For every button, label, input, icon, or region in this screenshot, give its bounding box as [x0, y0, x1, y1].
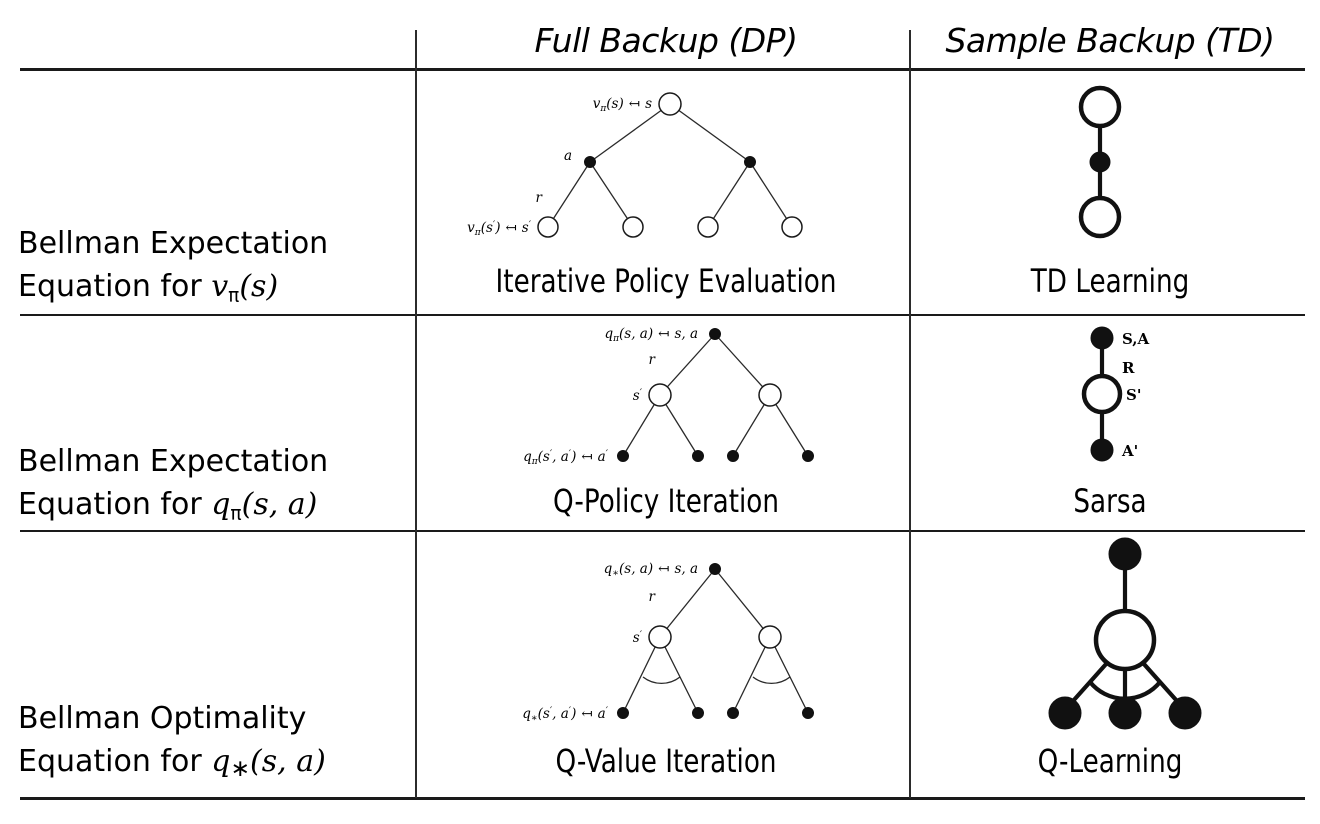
diagram-full-backup-q: qπ(s, a)↤s, a r s′ qπ(s′, a′)↤a′	[430, 320, 900, 480]
row-separator-2	[20, 530, 1305, 532]
row-label-subscript: ∗	[230, 754, 251, 783]
row-label-line1: Bellman Expectation	[18, 444, 329, 479]
diagram-label-leaf: vπ(s′)↤s′	[467, 220, 532, 238]
row-label-line1: Bellman Expectation	[18, 226, 329, 261]
diagram-sample-backup-q-learning	[1020, 536, 1230, 736]
diagram-label-leaf: qπ(s′, a′)↤a′	[523, 449, 609, 467]
sarsa-label-middle: S'	[1126, 386, 1141, 404]
header-rule	[20, 68, 1305, 71]
diagram-label-state: s′	[633, 630, 643, 646]
row-label-symbol: q	[211, 487, 231, 522]
diagram-label-reward: r	[649, 352, 657, 368]
diagram-label-root: qπ(s, a)↤s, a	[604, 326, 698, 344]
diagram-label-reward: r	[649, 589, 657, 605]
diagram-label-root: q∗(s, a)↤s, a	[604, 561, 698, 579]
column-header-full-backup: Full Backup (DP)	[534, 21, 798, 60]
sarsa-label-top: S,A	[1122, 330, 1150, 348]
row-label-symbol: q	[211, 744, 231, 779]
row-label-args: (s, a)	[241, 487, 318, 522]
diagram-label-reward: r	[536, 190, 544, 206]
diagram-sample-backup-td	[1040, 85, 1160, 250]
row-label-line2: Equation for vπ(s)	[18, 269, 279, 307]
column-header-sample-backup: Sample Backup (TD)	[945, 21, 1275, 60]
column-divider-2	[909, 30, 911, 798]
sarsa-label-bottom: A'	[1121, 442, 1138, 460]
bottom-rule	[20, 797, 1305, 800]
diagram-label-state: s′	[633, 388, 643, 404]
row-label-line1: Bellman Optimality	[18, 701, 307, 736]
row-label-subscript: π	[228, 285, 240, 307]
caption-q-policy-iteration: Q-Policy Iteration	[553, 482, 779, 520]
row-label-bellman-expectation-q: Bellman Expectation Equation for qπ(s, a…	[18, 440, 410, 536]
caption-q-value-iteration: Q-Value Iteration	[555, 742, 777, 780]
column-divider-1	[415, 30, 417, 798]
diagram-full-backup-v: vπ(s)↤s a r vπ(s′)↤s′	[430, 82, 900, 257]
caption-q-learning: Q-Learning	[1037, 742, 1183, 780]
diagram-label-action: a	[564, 148, 572, 164]
diagram-label-leaf: q∗(s′, a′)↤a′	[522, 706, 609, 724]
diagram-full-backup-q-max: q∗(s, a)↤s, a r s′ q∗(s′, a′)↤a′	[430, 555, 900, 735]
caption-td-learning: TD Learning	[1030, 262, 1190, 300]
caption-sarsa: Sarsa	[1073, 482, 1147, 520]
sarsa-label-reward: R	[1122, 359, 1135, 377]
row-separator-1	[20, 314, 1305, 316]
row-label-bellman-optimality-q: Bellman Optimality Equation for q∗(s, a)	[18, 697, 410, 790]
row-label-bellman-expectation-v: Bellman Expectation Equation for vπ(s)	[18, 222, 410, 318]
row-label-line2: Equation for qπ(s, a)	[18, 487, 318, 525]
row-label-args: (s)	[239, 269, 279, 304]
caption-iterative-policy-evaluation: Iterative Policy Evaluation	[495, 262, 837, 300]
row-label-args: (s, a)	[250, 744, 326, 779]
row-label-subscript: π	[230, 503, 242, 525]
diagram-sample-backup-sarsa: S,A R S' A'	[1040, 322, 1200, 482]
diagram-label-root: vπ(s)↤s	[593, 96, 652, 114]
row-label-symbol: v	[211, 269, 229, 304]
row-label-line2: Equation for q∗(s, a)	[18, 744, 326, 783]
